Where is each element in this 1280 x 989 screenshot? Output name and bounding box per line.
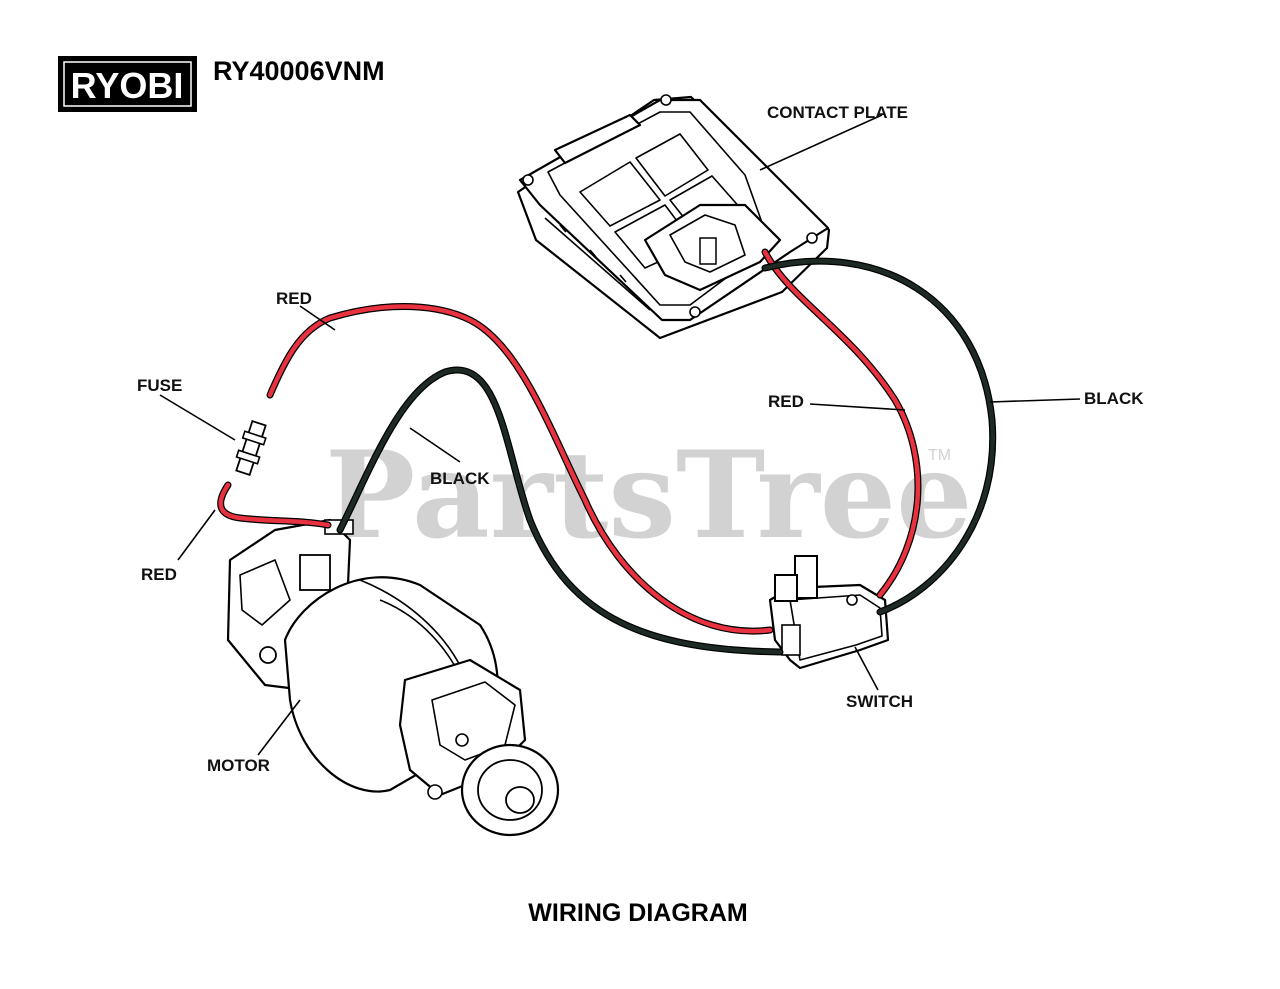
- label-contact-plate: CONTACT PLATE: [767, 103, 908, 122]
- model-number: RY40006VNM: [213, 56, 385, 86]
- fuse: [235, 419, 267, 477]
- label-black-right: BLACK: [1084, 389, 1144, 408]
- leader-lines: [159, 114, 1081, 756]
- label-red-top: RED: [276, 289, 312, 308]
- wires: [217, 248, 997, 656]
- label-black-center: BLACK: [430, 469, 490, 488]
- diagram-title: WIRING DIAGRAM: [528, 899, 747, 927]
- label-red-left: RED: [141, 565, 177, 584]
- label-fuse: FUSE: [137, 376, 182, 395]
- motor: [226, 518, 560, 837]
- watermark: PartsTree: [325, 425, 972, 566]
- watermark-tm: TM: [928, 447, 951, 464]
- label-red-right: RED: [768, 392, 804, 411]
- ryobi-logo: RYOBI: [58, 56, 197, 112]
- contact-plate: [516, 94, 831, 340]
- label-motor: MOTOR: [207, 756, 270, 775]
- switch: [768, 555, 890, 670]
- label-switch: SWITCH: [846, 692, 913, 711]
- brand-logo-text: RYOBI: [71, 65, 184, 106]
